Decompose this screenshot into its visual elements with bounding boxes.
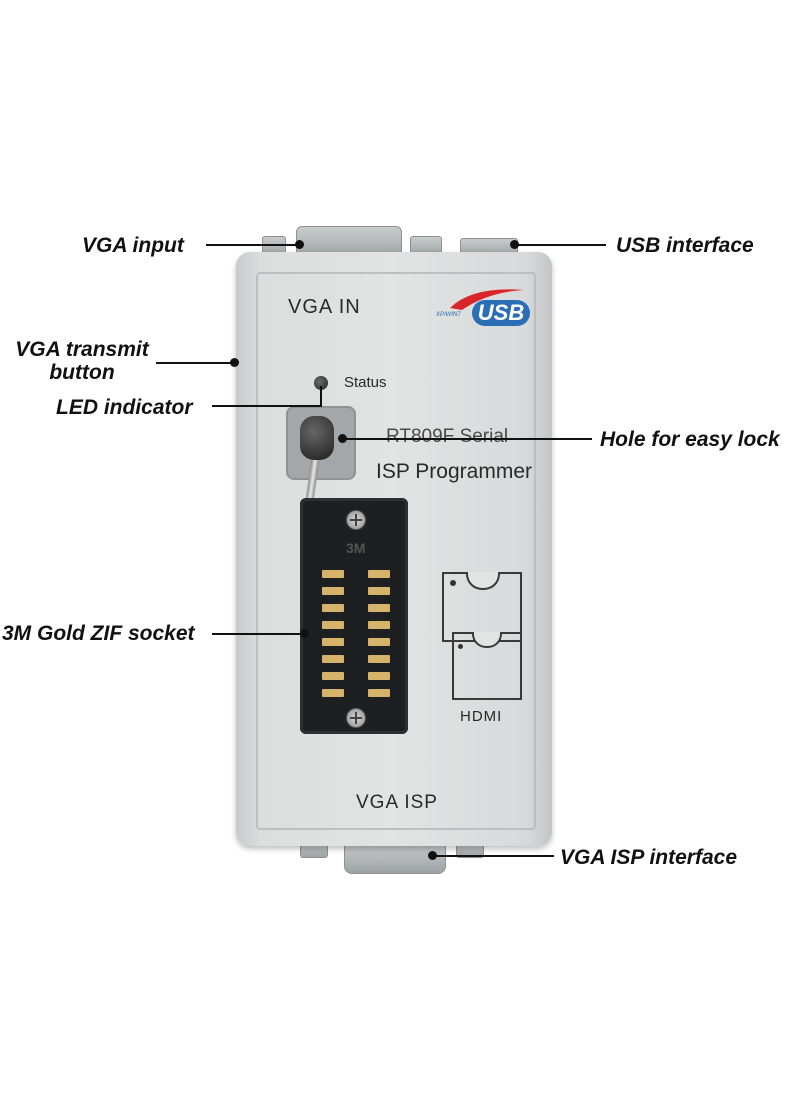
zif-lever-knob[interactable] bbox=[300, 416, 334, 460]
callout-led-indicator: LED indicator bbox=[56, 396, 193, 419]
usb-logo-icon: USB XP/WIN7 bbox=[435, 289, 530, 326]
callout-vga-transmit-button: VGA transmit button bbox=[2, 338, 162, 384]
callout-vga-input: VGA input bbox=[82, 234, 184, 257]
dot-usb-interface bbox=[510, 240, 519, 249]
leader-vga-input bbox=[206, 244, 298, 246]
leader-led-indicator bbox=[212, 405, 322, 407]
hdmi-dot-top bbox=[450, 580, 456, 586]
vga-in-label: VGA IN bbox=[288, 296, 361, 318]
dot-hole-easy-lock bbox=[338, 434, 347, 443]
socket-pin bbox=[322, 655, 344, 663]
callout-usb-interface: USB interface bbox=[616, 234, 754, 257]
callout-zif-socket: 3M Gold ZIF socket bbox=[2, 622, 195, 645]
dot-vga-input bbox=[295, 240, 304, 249]
socket-pin bbox=[368, 570, 390, 578]
socket-screw-bottom bbox=[346, 708, 366, 728]
leader-vga-transmit bbox=[156, 362, 232, 364]
leader-led-vertical bbox=[320, 386, 322, 407]
dot-vga-isp-interface bbox=[428, 851, 437, 860]
usb-logo-small-text: XP/WIN7 bbox=[435, 312, 461, 318]
socket-pin bbox=[322, 570, 344, 578]
socket-pin bbox=[322, 689, 344, 697]
socket-pin bbox=[322, 587, 344, 595]
dot-zif-socket bbox=[300, 629, 309, 638]
socket-pin bbox=[368, 672, 390, 680]
socket-pin bbox=[322, 672, 344, 680]
socket-pin bbox=[368, 689, 390, 697]
leader-vga-isp-interface bbox=[436, 855, 554, 857]
socket-screw-top bbox=[346, 510, 366, 530]
zif-socket[interactable] bbox=[300, 498, 408, 734]
socket-pin bbox=[322, 621, 344, 629]
socket-pin bbox=[368, 621, 390, 629]
leader-hole-easy-lock bbox=[344, 438, 592, 440]
vga-isp-label: VGA ISP bbox=[356, 792, 438, 813]
socket-pin bbox=[322, 638, 344, 646]
socket-brand-label: 3M bbox=[346, 540, 366, 556]
socket-pin bbox=[368, 638, 390, 646]
status-label: Status bbox=[344, 374, 387, 391]
leader-usb-interface bbox=[516, 244, 606, 246]
dot-vga-transmit bbox=[230, 358, 239, 367]
socket-pin bbox=[322, 604, 344, 612]
callout-hole-easy-lock: Hole for easy lock bbox=[600, 428, 780, 451]
leader-zif-socket bbox=[212, 633, 304, 635]
socket-pin bbox=[368, 587, 390, 595]
model-line-2: ISP Programmer bbox=[376, 460, 532, 483]
hdmi-label: HDMI bbox=[460, 708, 503, 725]
socket-pin bbox=[368, 655, 390, 663]
device-panel-border bbox=[256, 272, 536, 830]
callout-vga-isp-interface: VGA ISP interface bbox=[560, 846, 738, 869]
model-line-1: RT809F Serial bbox=[386, 426, 509, 447]
callout-vga-transmit-text: VGA transmit button bbox=[15, 338, 149, 385]
hdmi-dot-bottom bbox=[458, 644, 463, 649]
status-led bbox=[314, 376, 328, 390]
socket-pin bbox=[368, 604, 390, 612]
usb-logo-text: USB bbox=[478, 300, 525, 325]
